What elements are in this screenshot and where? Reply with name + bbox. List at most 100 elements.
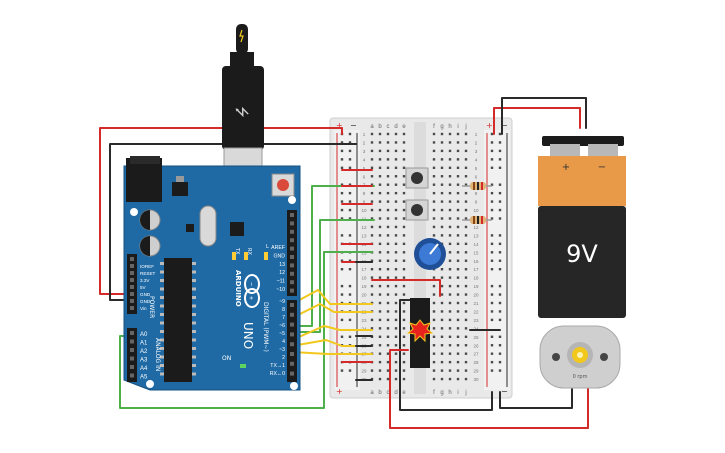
pushbutton-2[interactable] (405, 199, 429, 221)
wire-motor-red (389, 349, 589, 429)
rx-label: RX (246, 248, 252, 255)
row-label: 16 (473, 259, 479, 264)
row-label: 6 (363, 174, 366, 179)
digital-label: DIGITAL (PWM~) (262, 302, 269, 352)
power-pin-label: GND (140, 292, 151, 297)
column-label: a (370, 124, 374, 130)
row-label: 21 (473, 301, 479, 306)
column-label: h (448, 390, 451, 396)
reset-button-cap[interactable] (277, 179, 289, 191)
rail-plus-label: + (336, 121, 343, 130)
digital-header-high[interactable] (287, 210, 297, 296)
digital-pin-label: 13 (279, 262, 285, 268)
row-label: 29 (361, 369, 367, 374)
digital-header-low[interactable] (287, 300, 297, 382)
atmega-chip (164, 258, 192, 382)
row-label: 10 (473, 208, 479, 213)
row-label: 15 (473, 250, 479, 255)
wire-5v-red (99, 127, 343, 295)
power-pin-label: Vin (140, 306, 147, 311)
wire-bb-red-6 (371, 279, 441, 297)
digital-pin-label: ~11 (277, 279, 286, 285)
wire-pin9-yellow (291, 289, 373, 305)
battery-voltage: 9V (566, 240, 598, 268)
wire-motor-black (499, 383, 573, 409)
row-label: 18 (473, 276, 479, 281)
battery-plus-label: + (562, 162, 570, 173)
wire-pin2-yellow (291, 351, 373, 355)
tx-label: TX (234, 247, 240, 255)
column-label: a (370, 390, 374, 396)
row-label: 22 (473, 309, 479, 314)
svg-text:−: − (247, 282, 254, 286)
arduino-brand: ARDUINO (234, 270, 242, 307)
analog-pin-label: A1 (140, 341, 148, 347)
power-jack (126, 158, 162, 202)
rail-plus-label-bottom: + (336, 387, 343, 396)
analog-header[interactable] (127, 328, 137, 382)
wire-a0-green (119, 251, 373, 409)
digital-pin-label: 8 (282, 307, 285, 313)
wires[interactable] (99, 97, 589, 429)
motor-driver-chip[interactable] (406, 298, 434, 368)
row-label: 29 (473, 369, 479, 374)
analog-pin-label: A0 (140, 332, 148, 338)
digital-pin-label: ~5 (279, 331, 285, 337)
battery-9v[interactable]: + − 9V (538, 136, 626, 318)
column-label: e (402, 390, 406, 396)
digital-pin-label: ~3 (279, 347, 285, 353)
column-label: h (448, 124, 451, 130)
pushbutton-1[interactable] (405, 167, 429, 189)
row-label: 4 (363, 157, 366, 162)
digital-pin-label: 7 (282, 315, 285, 321)
dc-motor[interactable]: 0 rpm (539, 325, 621, 389)
motor-rpm-label: 0 rpm (573, 374, 588, 380)
row-label: 24 (361, 326, 367, 331)
resistor-1[interactable] (462, 182, 492, 190)
row-label: 26 (473, 343, 479, 348)
usb-cable (222, 66, 264, 150)
digital-pin-label: ~10 (276, 287, 285, 293)
rail-minus-label-right: − (501, 121, 508, 130)
row-label: 13 (361, 233, 367, 238)
wire-pin4-yellow (291, 325, 373, 341)
column-label: j (464, 390, 466, 396)
row-label: 8 (475, 191, 478, 196)
column-label: e (402, 124, 406, 130)
wire-battery-red (493, 107, 581, 135)
row-label: 25 (473, 335, 479, 340)
column-label: b (378, 390, 382, 396)
column-label: b (378, 124, 382, 130)
row-label: 17 (361, 267, 367, 272)
power-pin-label: IOREF (140, 264, 154, 269)
row-label: 20 (361, 293, 367, 298)
wire-pin7-yellow (291, 303, 373, 319)
row-label: 5 (363, 166, 366, 171)
row-label: 23 (473, 318, 479, 323)
rail-minus-label: − (350, 121, 357, 130)
row-label: 6 (475, 174, 478, 179)
row-label: 10 (361, 208, 367, 213)
analog-label: ANALOG IN (154, 338, 161, 371)
potentiometer[interactable] (414, 238, 446, 270)
battery-minus-label: − (598, 162, 606, 173)
on-label: ON (222, 355, 231, 362)
row-label: 18 (361, 276, 367, 281)
column-label: f (433, 390, 435, 396)
digital-pin-label: GND (273, 253, 285, 259)
column-label: i (457, 390, 458, 396)
row-label: 8 (363, 191, 366, 196)
row-label: 9 (475, 200, 478, 205)
resistor-2[interactable] (462, 216, 492, 224)
arduino-uno-board[interactable]: ⭍ TX RX L − + (123, 24, 301, 391)
row-label: 25 (361, 335, 367, 340)
column-label: f (433, 124, 435, 130)
digital-pin-label: 2 (282, 355, 285, 361)
row-label: 1 (363, 132, 366, 137)
power-header[interactable] (127, 254, 137, 314)
power-pin-label: 5V (140, 285, 147, 290)
column-label: g (440, 124, 443, 130)
